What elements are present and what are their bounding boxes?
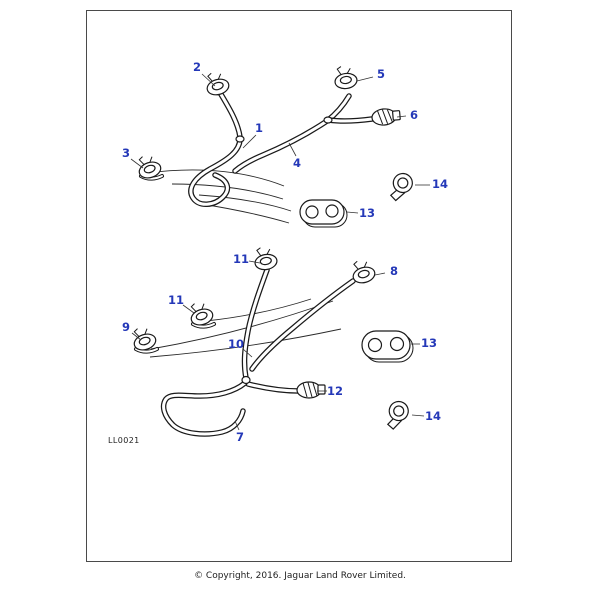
- leader-line-c11b: [182, 304, 195, 314]
- leader-line-c6: [396, 115, 407, 118]
- callout-c3: 3: [121, 146, 131, 160]
- callout-c8: 8: [389, 264, 399, 278]
- callout-c11a: 11: [232, 252, 250, 266]
- callout-c9: 9: [121, 320, 131, 334]
- leader-line-c3: [130, 158, 144, 169]
- diagram-frame: [86, 10, 512, 562]
- leader-line-c7: [234, 420, 240, 431]
- callout-c10: 10: [227, 337, 245, 351]
- hose-clip-11b: [186, 298, 216, 329]
- grommet-bottom: [361, 330, 414, 363]
- leader-line-c9: [131, 332, 142, 341]
- callout-c14a: 14: [431, 177, 449, 191]
- diagram-code: LL0021: [108, 436, 140, 445]
- leader-line-c5: [356, 76, 374, 82]
- leader-line-c8: [374, 272, 386, 276]
- pipe-clip-bottom: [382, 398, 413, 431]
- callout-c2: 2: [192, 60, 202, 74]
- leader-line-c11a: [248, 260, 261, 264]
- callout-c1: 1: [254, 121, 264, 135]
- grommet-top: [299, 199, 348, 228]
- hose-clip-11a: [251, 244, 279, 272]
- hose-assembly-top: [139, 88, 375, 207]
- callout-c4: 4: [292, 156, 302, 170]
- leader-line-c10: [242, 348, 253, 358]
- worm-clamp-6: [370, 107, 402, 127]
- callout-c7: 7: [235, 430, 245, 444]
- callout-leader-lines: [130, 73, 430, 431]
- pipe-clip-top: [386, 171, 416, 202]
- callout-c13b: 13: [420, 336, 438, 350]
- hose-clip-2: [202, 69, 232, 98]
- callout-c6: 6: [409, 108, 419, 122]
- callout-c14b: 14: [424, 409, 442, 423]
- hose-clip-5: [332, 64, 359, 91]
- leader-line-c13a: [346, 211, 359, 214]
- callout-c5: 5: [376, 67, 386, 81]
- leader-line-c1: [242, 134, 257, 149]
- leader-line-c14b: [411, 414, 425, 417]
- hose-assembly-bottom: [134, 267, 356, 437]
- leader-line-c4: [288, 142, 297, 157]
- worm-clamp-12: [296, 381, 326, 399]
- leader-line-c2: [201, 73, 216, 87]
- callout-c13a: 13: [358, 206, 376, 220]
- callout-c11b: 11: [167, 293, 185, 307]
- copyright-text: © Copyright, 2016. Jaguar Land Rover Lim…: [194, 571, 406, 581]
- callout-c12: 12: [326, 384, 344, 398]
